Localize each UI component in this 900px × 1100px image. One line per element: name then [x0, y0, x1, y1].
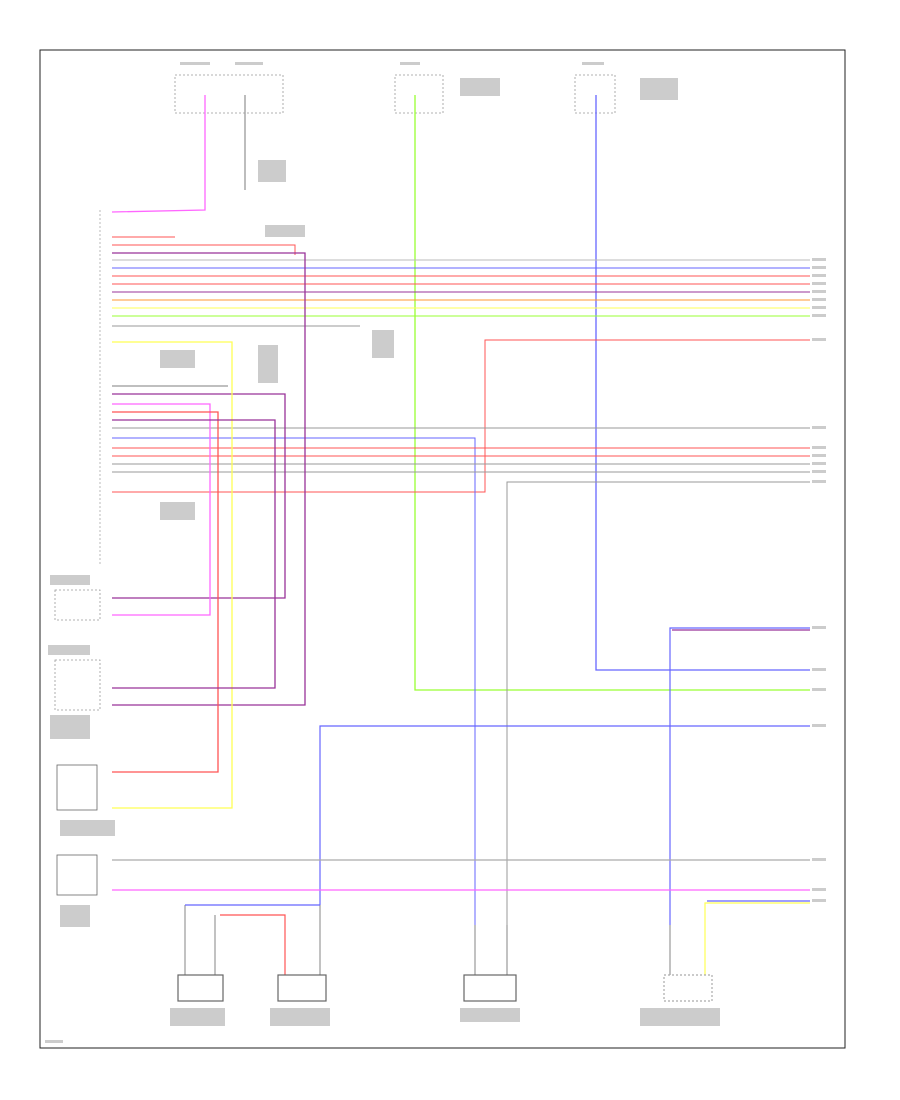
sensor-box	[177, 974, 224, 1002]
terminal-label	[812, 899, 826, 902]
left-components	[54, 589, 101, 896]
terminal-label	[812, 258, 826, 261]
loop-wire-purple	[112, 419, 276, 689]
feed-wire-green	[414, 95, 810, 691]
lower-run-blue	[669, 627, 810, 925]
fuse-box-right	[574, 74, 616, 114]
terminal-label	[812, 454, 826, 457]
terminal-label	[812, 688, 826, 691]
terminal-label	[812, 462, 826, 465]
terminal-label	[812, 858, 826, 861]
terminal-label	[812, 298, 826, 301]
harness-line	[112, 339, 810, 493]
terminal-label	[812, 480, 826, 483]
feed-wire-pink	[111, 95, 206, 213]
fuse-box-left	[174, 74, 284, 114]
terminal-label	[812, 290, 826, 293]
terminal-label	[812, 668, 826, 671]
diagram-border	[39, 49, 846, 1049]
harness-line	[112, 244, 296, 255]
sensor-box	[463, 974, 517, 1002]
harness-line	[506, 481, 810, 925]
fuse-box-middle	[394, 74, 444, 114]
terminal-label	[812, 888, 826, 891]
sensor-box-left	[56, 854, 98, 896]
loop-wire-yellow	[112, 341, 233, 809]
switch-box	[54, 589, 101, 621]
feed-wire-blue	[595, 95, 810, 671]
loop-wire-purple	[112, 252, 306, 706]
terminal-label	[812, 338, 826, 341]
terminal-label	[812, 314, 826, 317]
harness-line	[112, 437, 476, 925]
bottom-sensors	[177, 904, 713, 1002]
fuse-box-group	[174, 74, 616, 114]
right-terminals	[812, 258, 826, 902]
terminal-label	[812, 306, 826, 309]
lower-runs	[112, 627, 810, 975]
loop-wire-pink	[112, 403, 211, 616]
terminal-label	[812, 274, 826, 277]
terminal-label	[812, 446, 826, 449]
terminal-label	[812, 470, 826, 473]
label-marks	[45, 62, 720, 1043]
vertical-feeds	[111, 95, 810, 691]
terminal-label	[812, 266, 826, 269]
terminal-label	[812, 724, 826, 727]
left-loops	[112, 252, 306, 809]
switch-box	[54, 659, 101, 711]
lower-run-yellow	[704, 902, 810, 975]
loop-wire-red	[112, 411, 219, 773]
sensor-box-left	[56, 764, 98, 811]
lower-run-blue	[319, 725, 810, 905]
sensor-box	[277, 974, 327, 1002]
sensor-box	[663, 974, 713, 1002]
terminal-label	[812, 282, 826, 285]
terminal-label	[812, 426, 826, 429]
loop-wire-purple	[112, 393, 286, 599]
terminal-label	[812, 626, 826, 629]
harness-lines	[112, 236, 810, 925]
